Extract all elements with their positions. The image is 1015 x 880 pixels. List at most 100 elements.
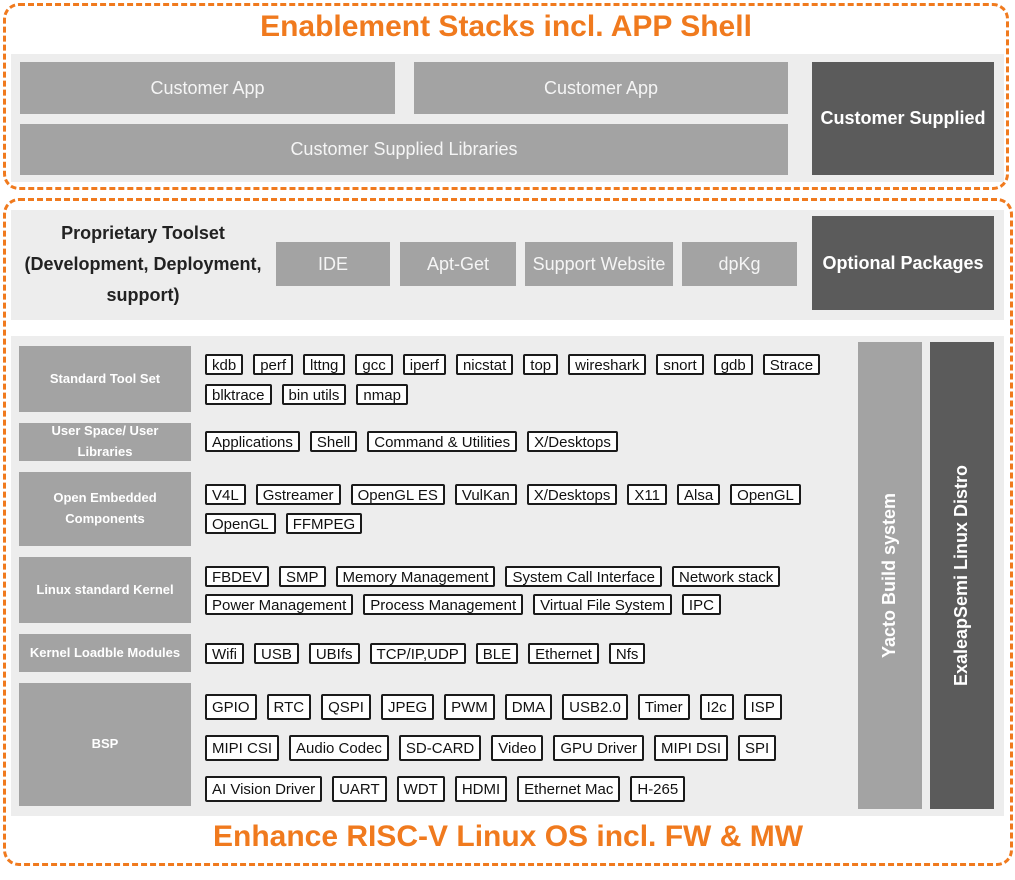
- chip-ethernet: Ethernet: [528, 643, 599, 664]
- chip-jpeg: JPEG: [380, 694, 435, 720]
- linux-distro-bar: ExaleapSemi Linux Distro: [930, 342, 994, 809]
- toolset-line-2: (Development, Deployment,: [24, 254, 262, 274]
- chip-shell: Shell: [309, 431, 358, 452]
- chip-gpu-driver: GPU Driver: [553, 735, 645, 761]
- chip-iperf: iperf: [402, 354, 446, 375]
- chip-power-management: Power Management: [205, 594, 354, 615]
- chip-ubifs: UBIfs: [308, 643, 360, 664]
- proprietary-toolset-label: Proprietary Toolset (Development, Deploy…: [12, 218, 274, 311]
- chip-x-desktops: X/Desktops: [526, 484, 618, 505]
- chip-wdt: WDT: [396, 776, 445, 802]
- toolset-apt-get: Apt-Get: [400, 242, 516, 286]
- customer-supplied-box: Customer Supplied: [812, 62, 994, 175]
- chip-wireshark: wireshark: [568, 354, 647, 375]
- chip-spi: SPI: [738, 735, 777, 761]
- chip-usb: USB: [254, 643, 299, 664]
- chip-command-utilities: Command & Utilities: [367, 431, 518, 452]
- app-shell-frame: [3, 3, 1009, 190]
- chip-snort: snort: [656, 354, 704, 375]
- customer-libraries-box: Customer Supplied Libraries: [20, 124, 788, 175]
- chip-blktrace: blktrace: [205, 384, 272, 405]
- chip-dma: DMA: [504, 694, 553, 720]
- chip-x-desktops: X/Desktops: [527, 431, 618, 452]
- chip-ble: BLE: [475, 643, 519, 664]
- chip-opengl-es: OpenGL ES: [350, 484, 445, 505]
- chip-uart: UART: [332, 776, 387, 802]
- chip-tcp-ip-udp: TCP/IP,UDP: [369, 643, 466, 664]
- chip-rtc: RTC: [266, 694, 312, 720]
- chip-system-call-interface: System Call Interface: [505, 566, 662, 587]
- chip-usb2: USB2.0: [562, 694, 628, 720]
- chips-kernel-modules: Wifi USB UBIfs TCP/IP,UDP BLE Ethernet N…: [205, 643, 850, 664]
- chips-open-embedded: V4L Gstreamer OpenGL ES VulKan X/Desktop…: [205, 484, 850, 534]
- chip-opengl: OpenGL: [730, 484, 801, 505]
- optional-packages-box: Optional Packages: [812, 216, 994, 310]
- chip-lttng: lttng: [303, 354, 346, 375]
- chip-top: top: [523, 354, 559, 375]
- chip-perf: perf: [253, 354, 294, 375]
- yocto-build-system-bar: Yacto Build system: [858, 342, 922, 809]
- chips-linux-kernel: FBDEV SMP Memory Management System Call …: [205, 566, 850, 615]
- chip-wifi: Wifi: [205, 643, 244, 664]
- chip-ai-vision-driver: AI Vision Driver: [205, 776, 323, 802]
- chip-opengl-2: OpenGL: [205, 513, 276, 534]
- chip-virtual-file-system: Virtual File System: [533, 594, 672, 615]
- row-label-bsp: BSP: [19, 683, 191, 806]
- chips-bsp: GPIO RTC QSPI JPEG PWM DMA USB2.0 Timer …: [205, 694, 850, 802]
- chip-bin-utils: bin utils: [281, 384, 347, 405]
- chip-ipc: IPC: [681, 594, 721, 615]
- row-label-kernel-modules: Kernel Loadble Modules: [19, 634, 191, 672]
- chip-kdb: kdb: [205, 354, 244, 375]
- chip-i2c: I2c: [699, 694, 734, 720]
- chip-smp: SMP: [279, 566, 326, 587]
- chips-standard-tool-set: kdb perf lttng gcc iperf nicstat top wir…: [205, 354, 850, 405]
- chip-applications: Applications: [205, 431, 300, 452]
- app-shell-title: Enablement Stacks incl. APP Shell: [260, 10, 752, 43]
- chip-video: Video: [491, 735, 544, 761]
- chip-ethernet-mac: Ethernet Mac: [517, 776, 621, 802]
- chip-qspi: QSPI: [321, 694, 371, 720]
- chip-nicstat: nicstat: [455, 354, 514, 375]
- customer-app-box-2: Customer App: [414, 62, 788, 114]
- chip-alsa: Alsa: [676, 484, 721, 505]
- chip-audio-codec: Audio Codec: [289, 735, 389, 761]
- chip-gstreamer: Gstreamer: [255, 484, 341, 505]
- chip-h265: H-265: [630, 776, 686, 802]
- linux-os-title: Enhance RISC-V Linux OS incl. FW & MW: [212, 820, 804, 853]
- chip-pwm: PWM: [444, 694, 495, 720]
- chip-gcc: gcc: [355, 354, 393, 375]
- chip-sd-card: SD-CARD: [398, 735, 482, 761]
- chip-gpio: GPIO: [205, 694, 257, 720]
- row-label-open-embedded: Open Embedded Components: [19, 472, 191, 546]
- row-label-linux-kernel: Linux standard Kernel: [19, 557, 191, 623]
- customer-app-box-1: Customer App: [20, 62, 395, 114]
- chip-hdmi: HDMI: [454, 776, 508, 802]
- chips-user-space: Applications Shell Command & Utilities X…: [205, 431, 850, 452]
- row-label-standard-tool-set: Standard Tool Set: [19, 346, 191, 412]
- chip-nfs: Nfs: [608, 643, 646, 664]
- toolset-ide: IDE: [276, 242, 390, 286]
- chip-gdb: gdb: [713, 354, 753, 375]
- chip-strace: Strace: [762, 354, 821, 375]
- chip-fbdev: FBDEV: [205, 566, 270, 587]
- linux-os-frame: [3, 198, 1013, 866]
- toolset-dpkg: dpKg: [682, 242, 797, 286]
- toolset-line-1: Proprietary Toolset: [61, 223, 225, 243]
- yocto-build-system-label: Yacto Build system: [879, 492, 900, 659]
- row-label-user-space: User Space/ User Libraries: [19, 423, 191, 461]
- chip-v4l: V4L: [205, 484, 246, 505]
- chip-isp: ISP: [743, 694, 782, 720]
- chip-timer: Timer: [637, 694, 690, 720]
- chip-mipi-csi: MIPI CSI: [205, 735, 280, 761]
- chip-vulkan: VulKan: [454, 484, 517, 505]
- chip-memory-management: Memory Management: [335, 566, 496, 587]
- chip-ffmpeg: FFMPEG: [285, 513, 363, 534]
- chip-process-management: Process Management: [363, 594, 524, 615]
- chip-x11: X11: [627, 484, 667, 505]
- chip-nmap: nmap: [356, 384, 408, 405]
- chip-mipi-dsi: MIPI DSI: [654, 735, 729, 761]
- chip-network-stack: Network stack: [672, 566, 781, 587]
- toolset-line-3: support): [106, 285, 180, 305]
- linux-distro-label: ExaleapSemi Linux Distro: [951, 464, 972, 687]
- toolset-support-website: Support Website: [525, 242, 673, 286]
